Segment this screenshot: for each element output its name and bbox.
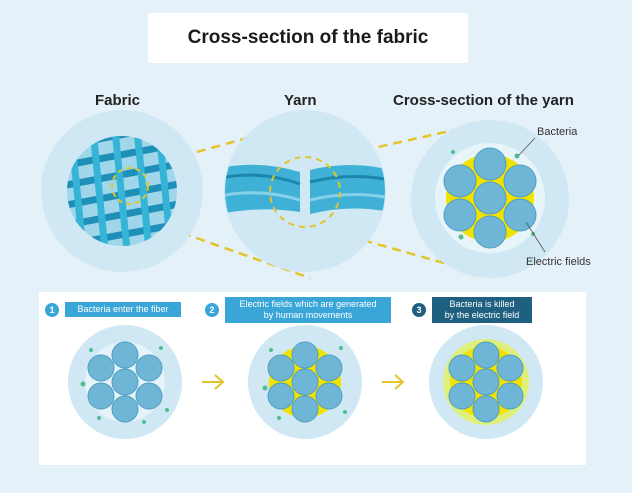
arrow-icon <box>202 374 225 390</box>
heading-fabric: Fabric <box>95 92 141 109</box>
heading-cross-section: Cross-section of the yarn <box>393 92 574 109</box>
step-1-label: Bacteria enter the fiber <box>65 302 181 317</box>
label-electric-fields: Electric fields <box>526 256 591 268</box>
stage-1-cross-section <box>68 325 182 439</box>
title-box: Cross-section of the fabric <box>148 13 468 63</box>
label-bacteria: Bacteria <box>537 126 578 138</box>
yarn-cross-section <box>411 120 569 278</box>
step-3-number: 3 <box>412 303 426 317</box>
page-title: Cross-section of the fabric <box>187 27 429 48</box>
step-2-number: 2 <box>205 303 219 317</box>
stage-2-cross-section <box>248 325 362 439</box>
arrow-icon <box>382 374 405 390</box>
heading-yarn: Yarn <box>284 92 317 109</box>
stage-3-cross-section <box>429 325 543 439</box>
top-illustration <box>41 110 569 280</box>
step-1: 1 Bacteria enter the fiber <box>45 302 181 317</box>
yarn-illustration <box>224 110 386 272</box>
fabric-illustration <box>41 110 203 272</box>
process-illustration <box>68 325 543 439</box>
step-1-number: 1 <box>45 302 59 317</box>
process-panel: 1 Bacteria enter the fiber 2 Electric fi… <box>39 292 586 465</box>
